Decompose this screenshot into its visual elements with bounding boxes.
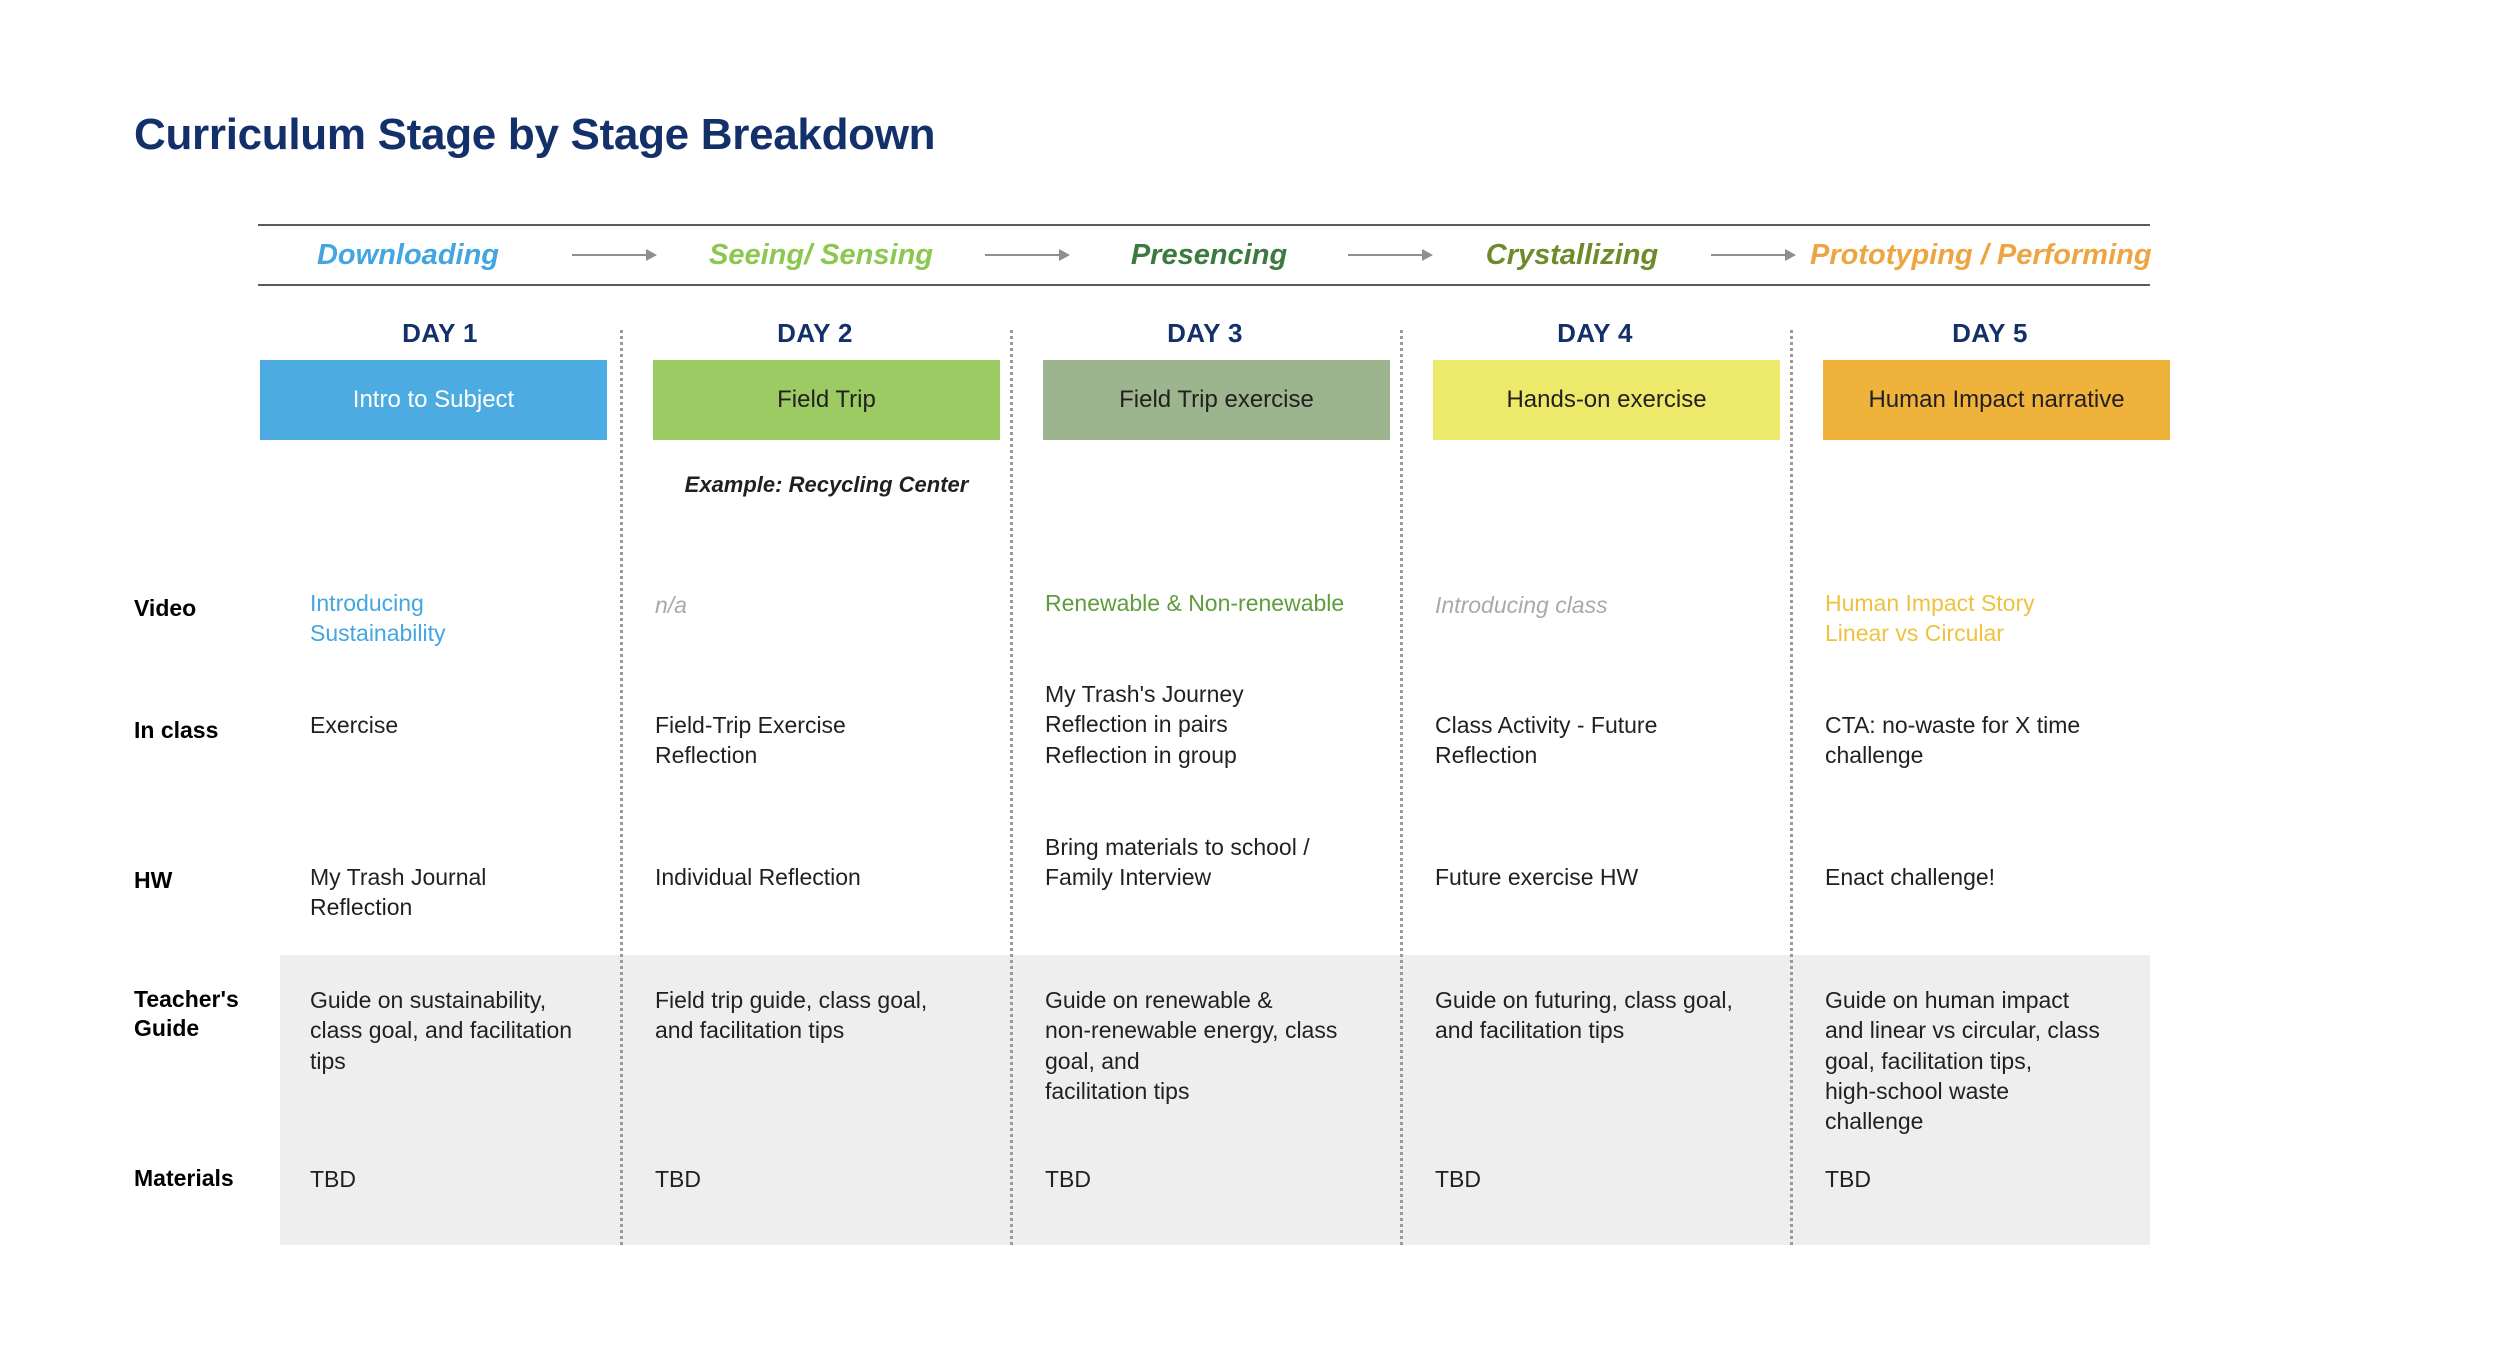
cell-hw-day3: Bring materials to school / Family Inter… <box>1045 834 1310 891</box>
column-divider-2 <box>1010 330 1013 1245</box>
cell-hw-day4: Future exercise HW <box>1435 864 1639 890</box>
row-label-in-class: In class <box>134 717 219 743</box>
cell-video-day1: Introducing Sustainability <box>310 590 446 647</box>
cell-inclass-day1: Exercise <box>310 712 399 738</box>
cell-hw-day2: Individual Reflection <box>655 864 861 890</box>
day-label-3: DAY 3 <box>1167 318 1243 348</box>
row-label-teachers-guide: Teacher's Guide <box>134 986 239 1041</box>
cell-inclass-day2: Field-Trip Exercise Reflection <box>655 712 846 769</box>
cell-materials-day1: TBD <box>310 1166 356 1192</box>
day-box-5[interactable]: Human Impact narrative <box>1823 360 2170 440</box>
cell-inclass-day3: My Trash's Journey Reflection in pairs R… <box>1045 681 1244 768</box>
stage-label-presencing: Presencing <box>1130 238 1288 271</box>
page-title: Curriculum Stage by Stage Breakdown <box>134 110 936 159</box>
stage-arrow-3 <box>1348 249 1433 261</box>
teacher-materials-background-band <box>280 955 2150 1245</box>
column-divider-1 <box>620 330 623 1245</box>
stage-band: Downloading Seeing/ Sensing Presencing C… <box>258 224 2152 286</box>
cell-hw-day1: My Trash Journal Reflection <box>310 864 487 921</box>
stage-arrow-1 <box>572 249 657 261</box>
cell-video-day3: Renewable & Non-renewable <box>1045 590 1345 616</box>
cell-teachers-guide-day1: Guide on sustainability, class goal, and… <box>310 987 573 1074</box>
stage-rule-top <box>258 224 2150 226</box>
cell-video-day2: n/a <box>655 592 687 618</box>
stage-label-seeing-sensing: Seeing/ Sensing <box>709 238 933 271</box>
cell-inclass-day5: CTA: no-waste for X time challenge <box>1825 712 2081 769</box>
stage-label-crystallizing: Crystallizing <box>1485 238 1659 271</box>
day-box-4[interactable]: Hands-on exercise <box>1433 360 1780 440</box>
row-label-video: Video <box>134 595 197 621</box>
row-label-hw: HW <box>134 867 173 893</box>
cell-video-day4: Introducing class <box>1435 592 1608 618</box>
stage-row: Downloading Seeing/ Sensing Presencing C… <box>258 226 2152 284</box>
row-label-materials: Materials <box>134 1165 234 1191</box>
day-label-2: DAY 2 <box>777 318 853 348</box>
cell-materials-day2: TBD <box>655 1166 701 1192</box>
cell-materials-day5: TBD <box>1825 1166 1871 1192</box>
stage-label-downloading: Downloading <box>316 238 500 271</box>
cell-inclass-day4: Class Activity - Future Reflection <box>1435 712 1658 769</box>
column-divider-3 <box>1400 330 1403 1245</box>
stage-label-prototyping-performing: Prototyping / Performing <box>1810 238 2152 271</box>
day-note-2: Example: Recycling Center <box>684 472 969 497</box>
day-box-2[interactable]: Field Trip <box>653 360 1000 440</box>
day-box-1[interactable]: Intro to Subject <box>260 360 607 440</box>
cell-teachers-guide-day5: Guide on human impact and linear vs circ… <box>1825 987 2100 1135</box>
cell-teachers-guide-day2: Field trip guide, class goal, and facili… <box>655 987 928 1044</box>
day-box-3[interactable]: Field Trip exercise <box>1043 360 1390 440</box>
cell-video-day5: Human Impact Story Linear vs Circular <box>1825 590 2035 647</box>
cell-teachers-guide-day3: Guide on renewable & non-renewable energ… <box>1045 987 1338 1105</box>
cell-materials-day4: TBD <box>1435 1166 1481 1192</box>
stage-arrow-4 <box>1711 249 1796 261</box>
column-divider-4 <box>1790 330 1793 1245</box>
cell-materials-day3: TBD <box>1045 1166 1091 1192</box>
stage-rule-bottom <box>258 284 2150 286</box>
cell-teachers-guide-day4: Guide on futuring, class goal, and facil… <box>1435 987 1733 1044</box>
stage-arrow-2 <box>985 249 1070 261</box>
cell-hw-day5: Enact challenge! <box>1825 864 1996 890</box>
day-label-1: DAY 1 <box>402 318 478 348</box>
day-label-4: DAY 4 <box>1557 318 1633 348</box>
day-label-5: DAY 5 <box>1952 318 2028 348</box>
